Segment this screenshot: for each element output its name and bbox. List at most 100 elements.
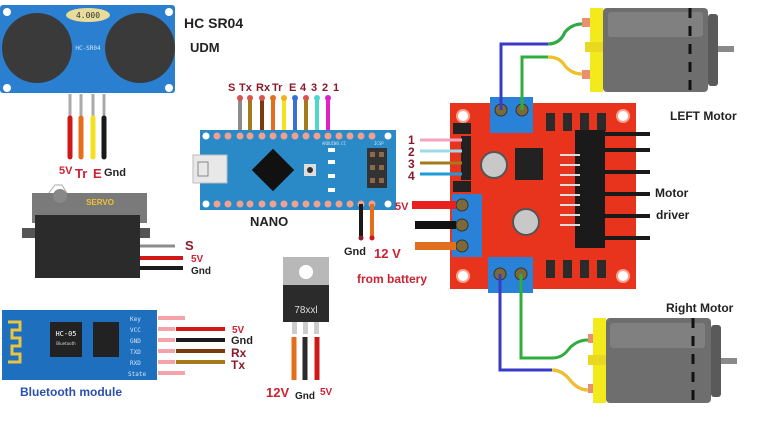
mount-hole: [3, 84, 11, 92]
driver-label-4: 4: [408, 169, 415, 183]
nano-bottom-pin-row: [202, 200, 392, 208]
bt-chip-label: HC-05: [55, 330, 76, 338]
output-terminal-a: [490, 97, 533, 133]
voltage-regulator: 78xxl 12V Gnd 5V: [266, 257, 333, 402]
input-header: [461, 136, 471, 180]
nano-label-4: 4: [300, 82, 307, 94]
bt-pin-txd: TXD: [130, 349, 141, 356]
regulator-label: 78xxl: [294, 305, 317, 316]
regulator-body: [283, 285, 329, 322]
servo-body: [35, 215, 140, 278]
nano-label-12v: 12 V: [374, 246, 401, 261]
mount-hole: [165, 84, 173, 92]
servo-label-gnd: Gnd: [191, 266, 211, 277]
driver-label-3: 3: [408, 157, 415, 171]
usb-port-icon: [197, 161, 209, 177]
bt-label-rx: Rx: [231, 346, 247, 360]
nano-label-tx: Tx: [239, 82, 253, 94]
ultrasonic-board-label: HC-SR04: [75, 45, 101, 52]
ultrasonic-title: HC SR04: [184, 15, 243, 31]
nano-label-1: 1: [333, 82, 339, 94]
bt-chip: [50, 322, 82, 357]
bt-antenna: [8, 320, 22, 364]
right-motor-wire-green: [519, 274, 589, 360]
usb-connector: [192, 154, 228, 184]
bt-pin-state: State: [128, 371, 146, 378]
right-motor-shaft: [721, 358, 737, 364]
servo-shaft: [53, 189, 67, 203]
motor-wires: [498, 22, 589, 392]
mcu-chip: [251, 148, 295, 192]
nano-board: [200, 130, 396, 210]
regulator-label-gnd: Gnd: [295, 391, 315, 402]
left-motor: LEFT Motor: [582, 8, 737, 123]
wire-driver-gnd: [415, 221, 456, 229]
right-motor: Right Motor: [588, 301, 737, 403]
heatsink-fins: [600, 132, 650, 240]
label-5v: 5V: [59, 165, 73, 177]
nano-label-e: E: [289, 82, 296, 94]
bt-chip-2: [93, 322, 119, 357]
motor-driver: 1 2 3 4 5V: [395, 97, 690, 293]
servo-label: SERVO: [86, 198, 114, 207]
transducer-left: [2, 13, 72, 83]
servo-motor: SERVO S 5V Gnd: [22, 184, 211, 278]
nano-label-s: S: [228, 82, 235, 94]
bt-label-gnd: Gnd: [231, 335, 253, 347]
left-motor-shaft: [718, 46, 734, 52]
regulator-label-5v: 5V: [320, 387, 333, 398]
driver-label-5v: 5V: [395, 201, 409, 213]
nano-label-gnd: Gnd: [344, 246, 366, 258]
transducer-right: [105, 13, 175, 83]
smd-diodes-top: [546, 113, 606, 131]
nano-title: NANO: [250, 214, 288, 229]
bt-pin-key: Key: [130, 316, 141, 323]
driver-title-2: driver: [656, 208, 690, 222]
crystal-text: 4.000: [76, 11, 100, 20]
jumper-ena: [453, 123, 471, 134]
label-gnd: Gnd: [104, 167, 126, 179]
bt-title: Bluetooth module: [20, 385, 122, 399]
nano-top-pin-row: [202, 132, 392, 140]
mount-hole: [3, 8, 11, 16]
bt-pin-gnd: GND: [130, 338, 141, 345]
servo-label-s: S: [185, 238, 194, 253]
capacitor-1: [480, 151, 508, 179]
driver-label-2: 2: [408, 145, 415, 159]
smd-diodes-bottom: [546, 260, 606, 278]
onboard-regulator: [515, 148, 543, 180]
ultrasonic-subtitle: UDM: [190, 40, 220, 55]
arduino-nano: S Tx Rx Tr E 4 3 2 1: [192, 82, 427, 286]
battery-label: from battery: [357, 272, 427, 286]
crystal-display: [66, 8, 110, 22]
bluetooth-module: HC-05 Bluetooth Key VCC GND TXD RXD Stat…: [2, 310, 253, 399]
bt-pin-rxd: RXD: [130, 360, 141, 367]
servo-label-5v: 5V: [191, 254, 204, 265]
wire-driver-5v: [412, 201, 456, 209]
jumper-enb: [453, 181, 471, 192]
mount-hole: [165, 8, 173, 16]
nano-label-2: 2: [322, 82, 328, 94]
nano-label-tr: Tr: [272, 82, 283, 94]
right-motor-label: Right Motor: [666, 301, 734, 315]
regulator-label-12v: 12V: [266, 385, 289, 400]
capacitor-2: [512, 208, 540, 236]
bt-pin-vcc: VCC: [130, 327, 141, 334]
label-e: E: [93, 166, 102, 181]
nano-label-rx: Rx: [256, 82, 271, 94]
nano-board-text: ARDUINO.CC: [322, 141, 347, 146]
nano-icsp-text: ICSP: [374, 141, 384, 146]
regulator-hole: [299, 265, 313, 279]
reset-button-cap: [307, 167, 313, 173]
driver-label-1: 1: [408, 133, 415, 147]
left-motor-label: LEFT Motor: [670, 109, 737, 123]
driver-title-1: Motor: [655, 186, 689, 200]
ultrasonic-sensor: 4.000 HC-SR04 5V Tr E Gnd HC SR04 UDM: [0, 5, 243, 181]
wire-driver-12v: [415, 242, 456, 250]
bt-chip-sub: Bluetooth: [56, 341, 76, 346]
bt-label-tx: Tx: [231, 358, 245, 372]
nano-label-3: 3: [311, 82, 317, 94]
label-tr: Tr: [75, 166, 87, 181]
l298-chip: [575, 130, 605, 248]
